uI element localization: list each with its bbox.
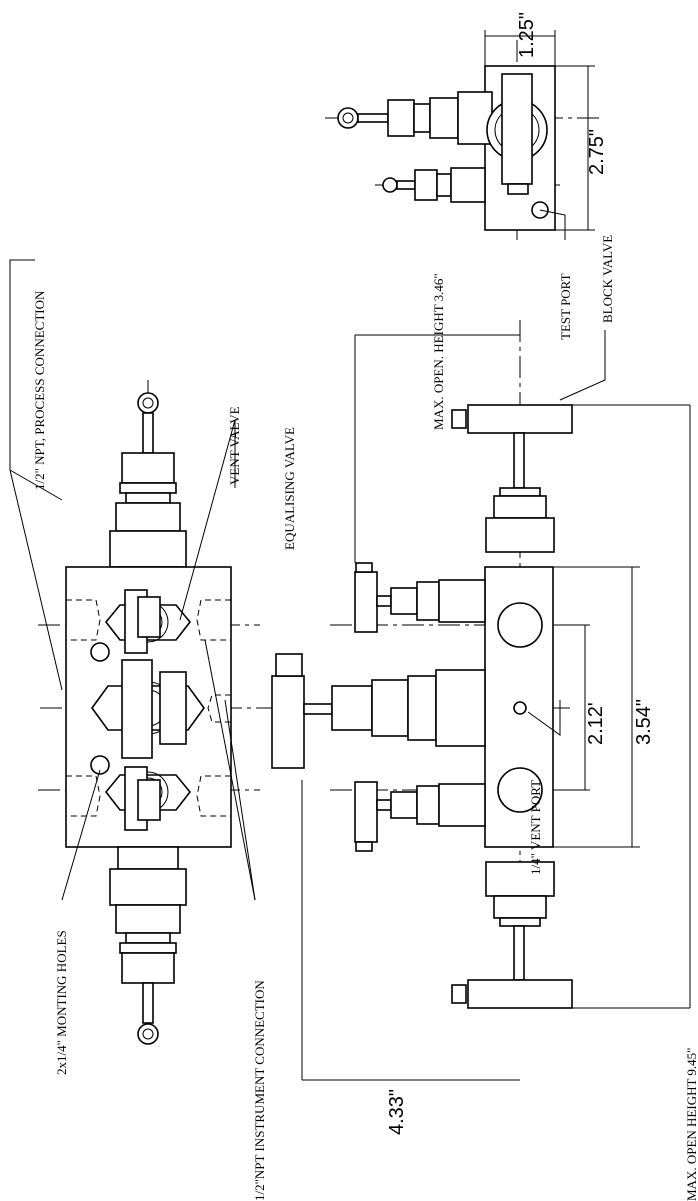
- dim-depth: 4.33": [386, 1089, 408, 1135]
- side-view: [260, 320, 691, 1081]
- dim-width-1: 1.25": [516, 12, 538, 58]
- label-process-connection: 1/2" NPT, PROCESS CONNECTION: [32, 290, 47, 490]
- label-vent-valve: VENT VALVE: [227, 406, 242, 485]
- label-instrument-connection: 1/2"NPT INSTRUMENT CONNECTION: [252, 980, 267, 1201]
- label-block-valve: BLOCK VALVE: [600, 235, 615, 323]
- label-mounting-holes: 2x1/4" MONTING HOLES: [54, 930, 69, 1075]
- label-test-port: TEST PORT: [558, 273, 573, 340]
- label-max-open-height-large: MAX. OPEN HEIGHT 9.45": [684, 1048, 698, 1201]
- dim-center-spacing: 2.12': [585, 702, 607, 745]
- label-max-open-height-small: MAX. OPEN. HEIGHT 3.46": [431, 273, 446, 430]
- top-view: [325, 30, 600, 240]
- label-equalising-valve: EQUALISING VALVE: [282, 427, 297, 550]
- front-view: [9, 259, 262, 1045]
- label-vent-port: 1/4" VENT PORT: [528, 780, 543, 875]
- dim-port-spacing: 3.54": [633, 699, 655, 745]
- dim-height-1: 2.75": [586, 129, 608, 175]
